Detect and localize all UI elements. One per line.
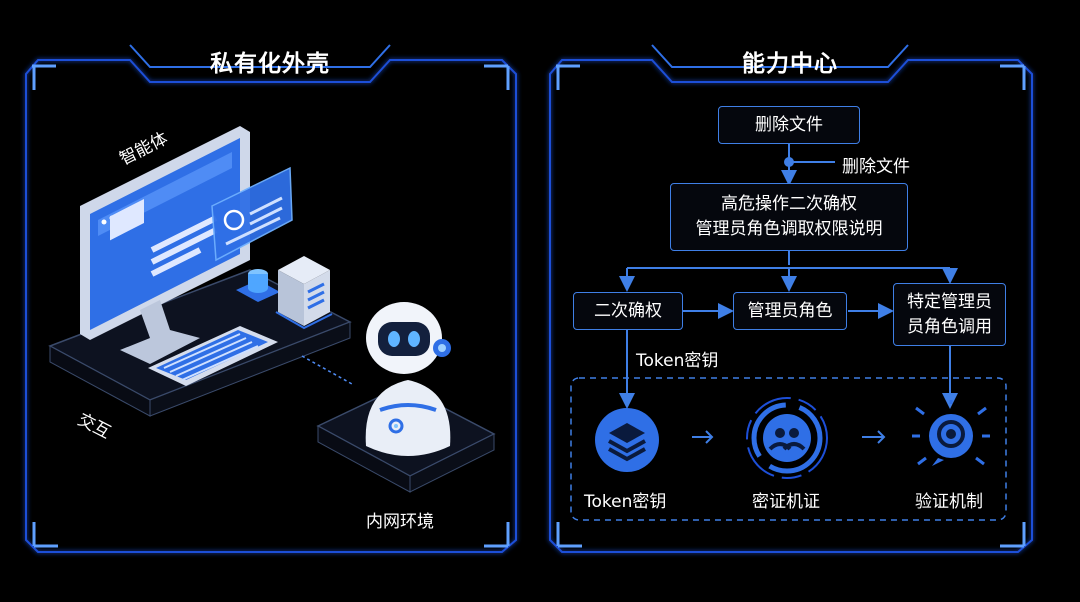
- left-panel-title: 私有化外壳: [210, 51, 330, 77]
- bottom-verification-label: 验证机制: [915, 492, 983, 512]
- delete-file-box: 删除文件: [718, 106, 860, 144]
- specific-admin-line2: 员角色调用: [907, 316, 992, 337]
- high-risk-confirm-box: 高危操作二次确权 管理员角色调取权限说明: [670, 183, 908, 251]
- high-risk-confirm-line2: 管理员角色调取权限说明: [695, 219, 883, 239]
- right-panel-frame: [549, 44, 1033, 553]
- private-shell-illustration: [48, 126, 496, 493]
- specific-admin-box: 特定管理员 员角色调用: [893, 283, 1006, 346]
- bottom-token-label: Token密钥: [584, 492, 667, 512]
- specific-admin-line1: 特定管理员: [907, 291, 992, 312]
- database-icon: [236, 269, 280, 302]
- bottom-cert-label: 密证机证: [752, 492, 820, 512]
- server-icon: [275, 256, 333, 330]
- interaction-link: [301, 355, 353, 385]
- intranet-label: 内网环境: [366, 512, 434, 532]
- layers-icon: [595, 408, 659, 472]
- second-confirm-box: 二次确权: [573, 292, 683, 330]
- dashed-verification-region: [570, 377, 1007, 521]
- keyboard-icon: [148, 326, 278, 386]
- admin-role-box: 管理员角色: [733, 292, 847, 330]
- computer-monitor-icon: [80, 126, 250, 364]
- desk-platform: [48, 269, 352, 417]
- user-card-icon: [211, 166, 293, 262]
- left-panel-frame: [25, 44, 517, 553]
- high-risk-confirm-line1: 高危操作二次确权: [721, 194, 857, 214]
- user-group-icon: [746, 397, 828, 479]
- verification-icon: [912, 400, 990, 466]
- delete-file-connector-label: 删除文件: [842, 157, 910, 177]
- token-key-label: Token密钥: [636, 351, 719, 371]
- flow-connectors: [619, 143, 958, 444]
- right-panel-title: 能力中心: [742, 51, 838, 77]
- robot-icon: [365, 302, 451, 456]
